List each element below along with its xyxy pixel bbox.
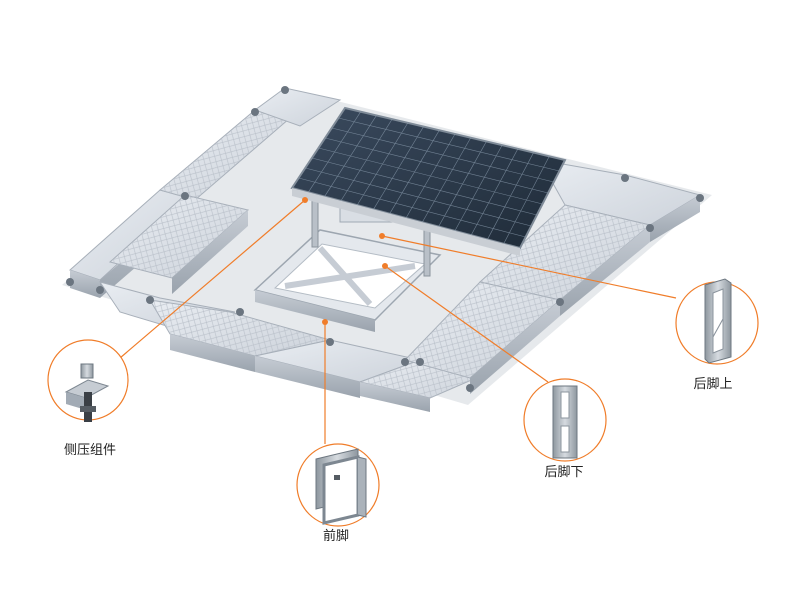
float-chain-inner-left <box>108 194 250 294</box>
front-leg-detail-icon <box>315 448 367 525</box>
callout-anchor-front-leg <box>322 319 328 325</box>
side-clamp-detail-icon <box>64 363 110 422</box>
center-frame <box>253 229 442 332</box>
callout-label-rear-leg-upper: 后脚上 <box>693 377 733 392</box>
rear-leg-lower-detail-icon <box>552 385 578 459</box>
callout-line-side-clamp <box>119 199 306 359</box>
float-chain-right <box>404 159 702 394</box>
callout-anchor-rear-leg-upper <box>379 233 385 239</box>
callout-label-rear-leg-lower: 后脚下 <box>544 465 584 480</box>
callout-label-front-leg: 前脚 <box>322 529 350 544</box>
rear-leg-upper-detail-icon <box>704 278 732 364</box>
solar-panel <box>290 106 567 256</box>
callout-line-rear-leg-lower <box>384 265 549 383</box>
platform <box>62 86 712 412</box>
callout-lines <box>119 197 677 444</box>
callout-anchor-rear-leg-lower <box>382 263 388 269</box>
callout-label-side-clamp: 侧压组件 <box>63 443 117 458</box>
callout-anchor-side-clamp <box>302 197 308 203</box>
callout-line-rear-leg-upper <box>381 235 677 299</box>
